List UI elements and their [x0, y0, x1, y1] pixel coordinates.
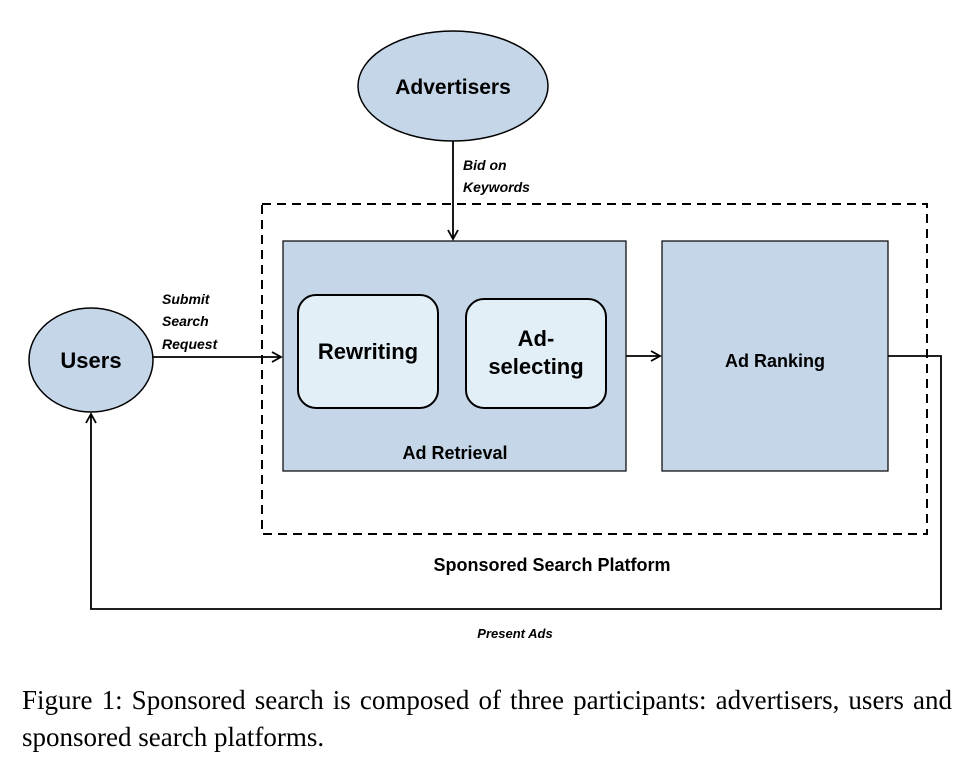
ad-selecting-box	[465, 298, 607, 409]
platform-label: Sponsored Search Platform	[433, 555, 670, 575]
submit-label-line3: Request	[162, 336, 219, 352]
platform-boundary	[261, 203, 928, 535]
ad-ranking-box	[661, 240, 889, 472]
bid-label-line1: Bid on	[463, 157, 507, 173]
ad-selecting-label-line2: selecting	[488, 354, 583, 379]
users-label: Users	[60, 348, 121, 373]
rewriting-box	[297, 294, 439, 409]
ad-selecting-label-line1: Ad-	[518, 326, 555, 351]
submit-label-line2: Search	[162, 313, 209, 329]
advertisers-label: Advertisers	[395, 76, 511, 99]
flow-diagram: Advertisers Users Rewriting Ad- selectin…	[28, 30, 942, 641]
present-ads-label: Present Ads	[477, 626, 552, 641]
ad-ranking-label: Ad Ranking	[725, 351, 825, 371]
users-node	[28, 307, 154, 413]
submit-label-line1: Submit	[162, 291, 211, 307]
rewriting-label: Rewriting	[318, 339, 418, 364]
ad-retrieval-label: Ad Retrieval	[402, 443, 507, 463]
bid-label-line2: Keywords	[463, 179, 530, 195]
figure-caption: Figure 1: Sponsored search is composed o…	[22, 685, 952, 752]
present-ads-arrow	[85, 355, 942, 610]
